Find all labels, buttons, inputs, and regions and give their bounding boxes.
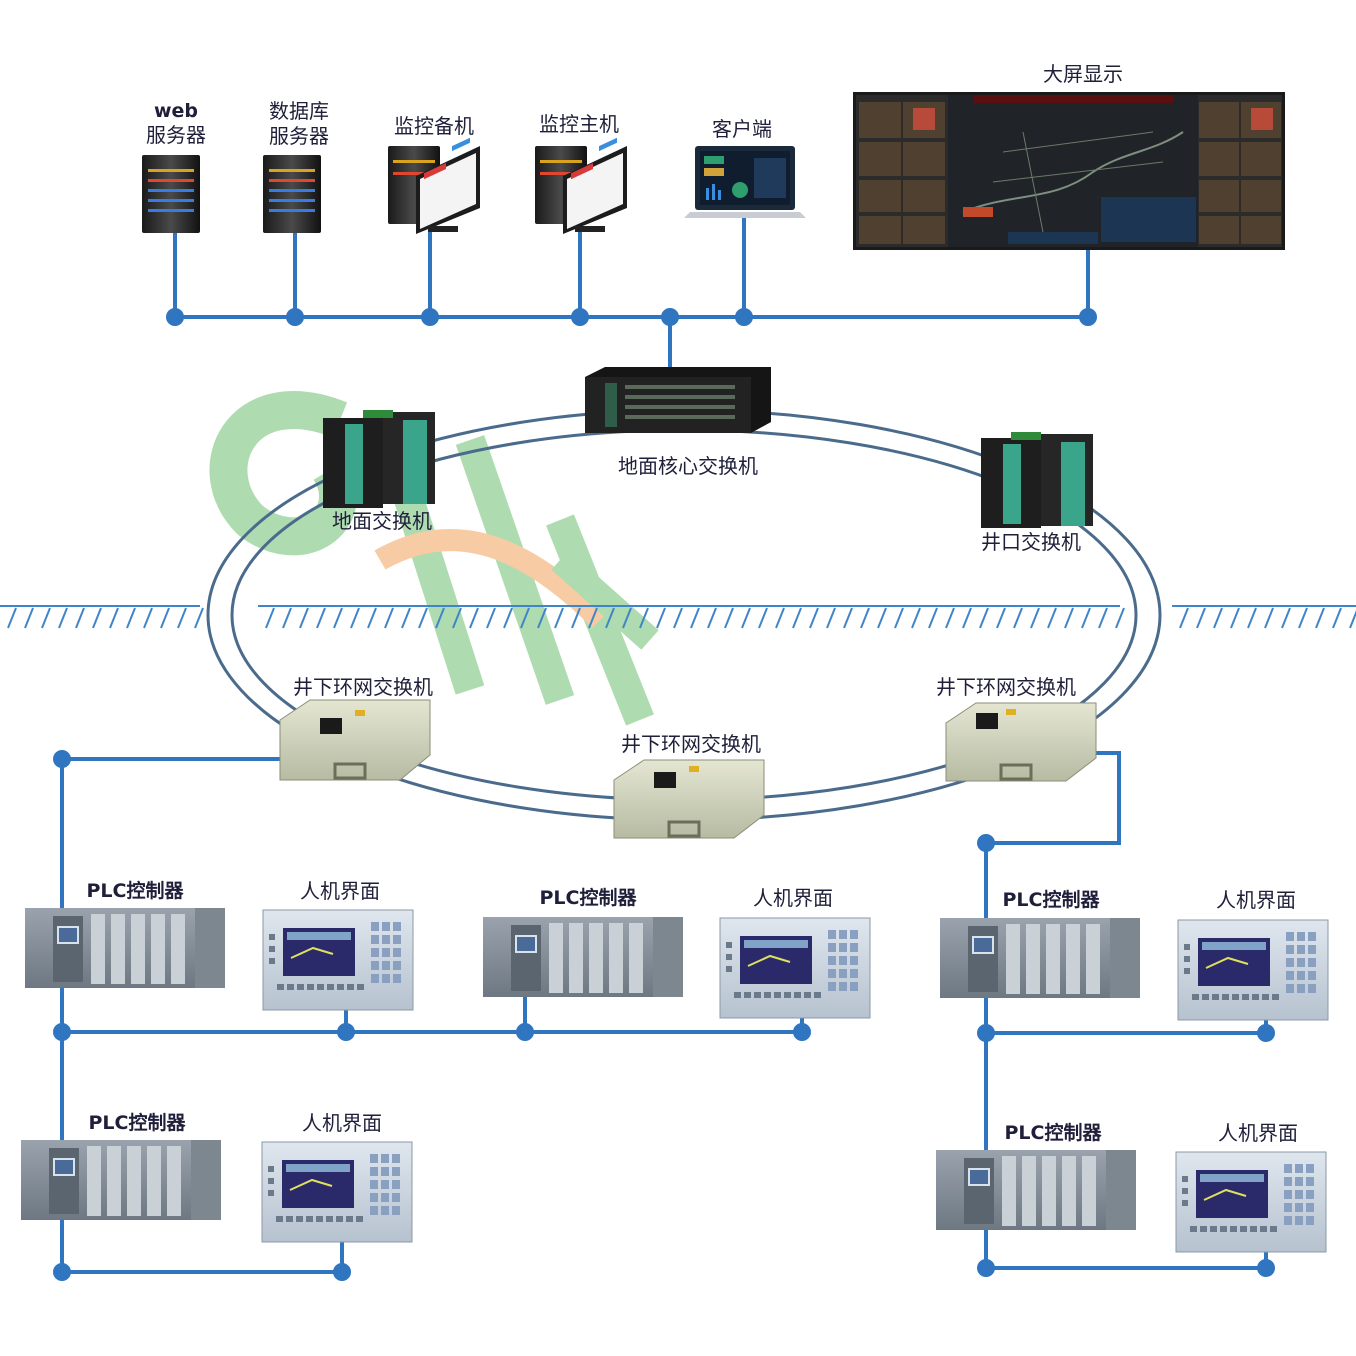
plc-controller-icon: [25, 908, 225, 988]
ground-switch-label: 地面交换机: [332, 509, 432, 533]
monitor-backup-label: 监控备机: [394, 114, 474, 138]
plc-label-g5: PLC控制器: [1004, 1122, 1102, 1144]
underground-switch-mid-icon: [613, 759, 765, 839]
office-bus: [166, 218, 1097, 370]
watermark-logo: [209, 391, 659, 726]
hmi-label-g1: 人机界面: [300, 879, 380, 903]
hmi-panel-icon: [719, 917, 871, 1019]
hmi-label-g2: 人机界面: [753, 886, 833, 910]
shaft-switch-label: 井口交换机: [981, 530, 1081, 554]
hmi-panel-icon: [262, 909, 414, 1011]
monitor-main-workstation-icon: [535, 137, 627, 234]
plc-controller-icon: [940, 918, 1140, 998]
underground-switch-mid-label: 井下环网交换机: [621, 732, 761, 756]
hmi-label-g3: 人机界面: [1216, 888, 1296, 912]
monitor-backup-workstation-icon: [388, 137, 480, 234]
database-server-label-line2: 服务器: [269, 124, 329, 148]
plc-label-g3: PLC控制器: [1002, 889, 1100, 911]
plc-label-g2: PLC控制器: [539, 887, 637, 909]
underground-switch-right-icon: [945, 702, 1097, 782]
plc-controller-icon: [21, 1140, 221, 1220]
monitor-main-label: 监控主机: [539, 112, 619, 136]
core-switch-icon: [585, 367, 771, 433]
underground-switch-left-icon: [279, 699, 431, 781]
plc-controller-icon: [483, 917, 683, 997]
plc-controller-icon: [936, 1150, 1136, 1230]
database-server-icon: [263, 155, 321, 233]
ground-switch-icon: [323, 410, 435, 508]
web-server-label: web: [153, 100, 199, 122]
big-screen-video-wall-icon: [853, 92, 1285, 250]
database-server-label: 数据库: [269, 99, 329, 123]
web-server-icon: [142, 155, 200, 233]
big-screen-label: 大屏显示: [1043, 62, 1123, 86]
underground-switch-right-label: 井下环网交换机: [936, 675, 1076, 699]
ground-surface-line: [0, 605, 1356, 629]
client-laptop-icon: [684, 146, 806, 218]
field-bus-lines: [53, 750, 1275, 1281]
plc-label-g4: PLC控制器: [88, 1112, 186, 1134]
hmi-panel-icon: [1177, 919, 1329, 1021]
underground-switch-left-label: 井下环网交换机: [293, 675, 433, 699]
client-label: 客户端: [712, 117, 772, 141]
shaft-switch-icon: [981, 432, 1093, 528]
hmi-label-g4: 人机界面: [302, 1111, 382, 1135]
core-switch-label: 地面核心交换机: [618, 454, 758, 478]
web-server-label-line2: 服务器: [146, 123, 206, 147]
plc-label-g1: PLC控制器: [86, 880, 184, 902]
hmi-panel-icon: [1175, 1151, 1327, 1253]
hmi-panel-icon: [261, 1141, 413, 1243]
hmi-label-g5: 人机界面: [1218, 1121, 1298, 1145]
